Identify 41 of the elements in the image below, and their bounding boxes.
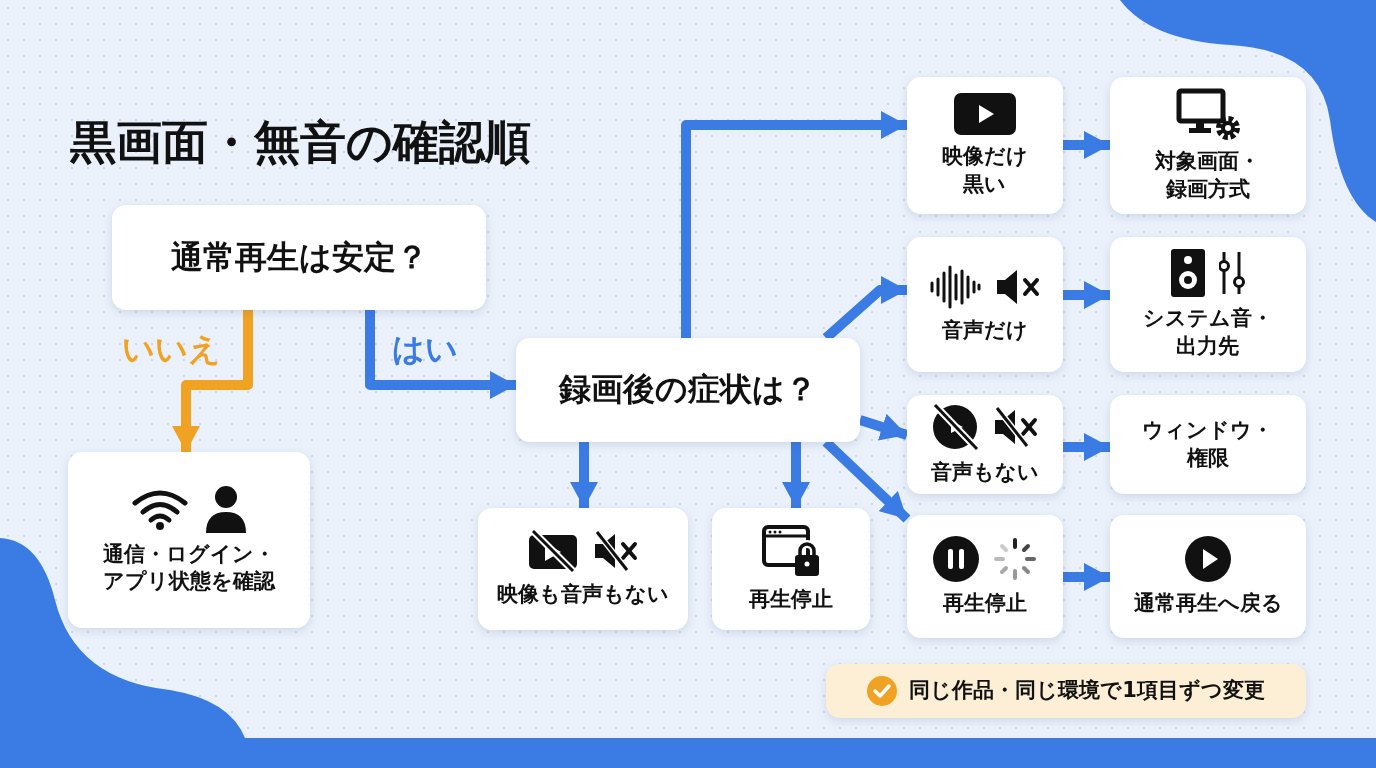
note-box (826, 664, 1306, 718)
process-box (1110, 237, 1306, 372)
arrow (365, 310, 516, 399)
box-label: 通常再生は安定？ (170, 236, 428, 278)
arrow (681, 111, 907, 338)
process-box (907, 77, 1063, 214)
arrow (858, 413, 909, 441)
process-box (712, 508, 870, 630)
process-box (478, 508, 688, 630)
arrow (1063, 433, 1110, 461)
box-label: 同じ作品・同じ環境で1項目ずつ変更 (909, 677, 1265, 705)
process-box (1110, 515, 1306, 638)
box-label: 録画後の症状は？ (559, 369, 817, 411)
arrow (570, 442, 598, 508)
box-label: 映像も音声もない (497, 581, 669, 609)
process-box (907, 237, 1063, 372)
box-label: 通信・ログイン・アプリ状態を確認 (102, 540, 277, 595)
arrow (1063, 281, 1110, 309)
box-label: 再生停止 (943, 589, 1027, 617)
box-label: 再生停止 (749, 586, 833, 614)
process-box (1110, 77, 1306, 214)
edge-label: はい (392, 329, 458, 370)
box-label: ウィンドウ・権限 (1141, 417, 1275, 472)
edge-label: いいえ (122, 329, 221, 370)
decision-box (112, 205, 486, 310)
arrow (1063, 563, 1110, 591)
box-label: 対象画面・録画方式 (1153, 148, 1262, 203)
decision-box (516, 338, 860, 442)
arrow (172, 310, 253, 452)
box-label: 映像だけ黒い (941, 143, 1029, 198)
box-label: 音声だけ (942, 316, 1028, 344)
box-label: 通常再生へ戻る (1133, 589, 1283, 617)
arrow (1063, 131, 1110, 159)
box-label: 音声もない (931, 458, 1039, 486)
box-label: システム音・出力先 (1142, 305, 1274, 360)
process-box (907, 395, 1063, 494)
process-box (1110, 395, 1306, 494)
process-box (907, 515, 1063, 638)
title: 黒画面・無音の確認順 (70, 114, 531, 171)
process-box (68, 452, 310, 628)
arrow (782, 442, 810, 508)
